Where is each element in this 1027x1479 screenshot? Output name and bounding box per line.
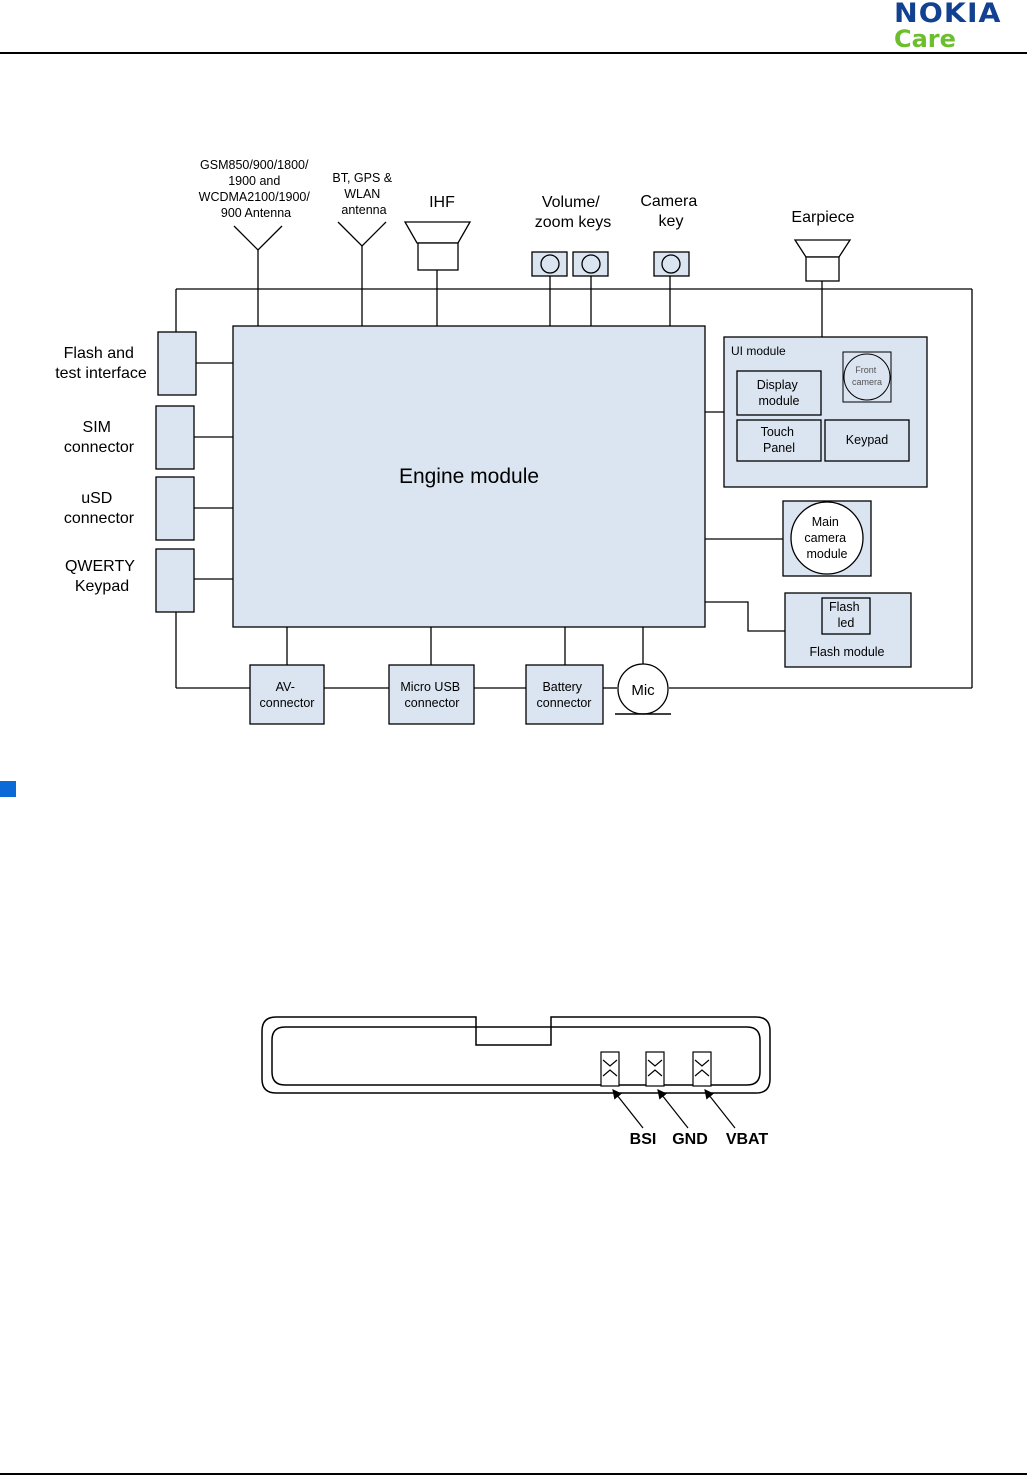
keypad-box: [824, 419, 910, 462]
battery-contact-gnd: [645, 1051, 665, 1087]
battery-contact-bsi: [600, 1051, 620, 1087]
camera-key-label: Camera key: [640, 193, 701, 230]
sim-connector-box: [155, 405, 195, 470]
gsm-antenna-label: GSM850/900/1800/ 1900 and WCDMA2100/1900…: [199, 158, 314, 220]
av-connector-label: AV- connector: [260, 680, 315, 710]
earpiece-label: Earpiece: [791, 209, 854, 226]
battery-pin-arrows: [612, 1089, 736, 1129]
display-module-label: Display module: [757, 378, 801, 408]
flash-test-connector-box: [157, 331, 197, 396]
ui-module-label: UI module: [731, 344, 786, 358]
battery-contact-vbat: [692, 1051, 712, 1087]
flash-module-label: Flash module: [809, 645, 884, 659]
mic-icon: [615, 663, 671, 715]
main-camera-lens: [790, 501, 864, 575]
touch-panel-label: Touch Panel: [761, 425, 798, 455]
volume-keys-label: Volume/ zoom keys: [535, 194, 611, 231]
camera-key: [653, 251, 690, 277]
gnd-pin-label: GND: [672, 1131, 708, 1148]
volume-key-1: [531, 251, 568, 277]
footer-rule: [0, 1473, 1027, 1475]
mic-label: Mic: [631, 682, 655, 699]
front-camera-label: Front camera: [852, 365, 882, 387]
flash-led-box: [821, 597, 871, 635]
qwerty-keypad-label: QWERTY Keypad: [65, 558, 139, 595]
engine-module-label: Engine module: [399, 465, 539, 488]
sim-connector-label: SIM connector: [64, 419, 135, 456]
front-camera-lens: [843, 353, 891, 401]
bsi-pin-label: BSI: [630, 1131, 657, 1148]
section-marker: [0, 781, 16, 797]
touch-panel-box: [736, 419, 822, 462]
nokia-care-logo: NOKIA Care: [894, 0, 1021, 53]
main-camera-label: Main camera module: [804, 515, 849, 561]
flash-test-interface-label: Flash and test interface: [55, 345, 147, 382]
usd-connector-label: uSD connector: [64, 490, 135, 527]
battery-connector-label: Battery connector: [537, 680, 592, 710]
qwerty-keypad-box: [155, 548, 195, 613]
logo-brand: NOKIA: [894, 0, 1002, 29]
bt-antenna-label: BT, GPS & WLAN antenna: [332, 171, 395, 217]
av-connector-box: [249, 664, 325, 725]
keypad-label: Keypad: [846, 433, 888, 447]
earpiece-icon: [793, 239, 852, 282]
ihf-speaker-icon: [403, 221, 472, 271]
display-module-box: [736, 370, 822, 416]
header-rule: [0, 52, 1027, 54]
flash-led-label: Flash led: [829, 600, 863, 630]
micro-usb-connector-box: [388, 664, 475, 725]
engine-module-box: [232, 325, 706, 628]
micro-usb-label: Micro USB connector: [400, 680, 463, 710]
battery-connector-box: [525, 664, 604, 725]
vbat-pin-label: VBAT: [726, 1131, 769, 1148]
volume-key-2: [572, 251, 609, 277]
ihf-label: IHF: [429, 194, 455, 211]
block-diagram: [175, 221, 973, 689]
battery-outline: [261, 1016, 771, 1094]
logo-subbrand: Care: [894, 25, 956, 53]
usd-connector-box: [155, 476, 195, 541]
